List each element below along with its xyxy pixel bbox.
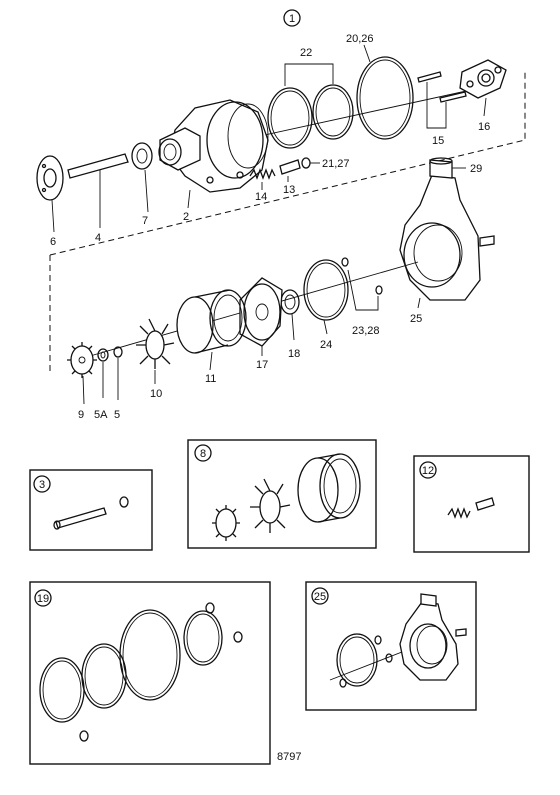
inset-12-spring — [447, 507, 471, 519]
o-ring-20-26 — [356, 56, 414, 140]
o-ring-28 — [375, 285, 383, 295]
label-13: 13 — [283, 184, 295, 196]
inset-19-o-ring-e — [205, 602, 215, 614]
clip-5 — [113, 346, 123, 358]
plunger-13 — [279, 159, 301, 175]
label-25: 25 — [410, 313, 422, 325]
shaft-4 — [67, 153, 129, 179]
leader-15 — [426, 82, 447, 129]
inset-19-o-ring-a — [39, 657, 85, 723]
spring-14 — [249, 168, 276, 180]
label-4: 4 — [95, 232, 101, 244]
pin-15b — [439, 91, 467, 103]
label-15: 15 — [432, 135, 444, 147]
label-11: 11 — [205, 373, 216, 385]
inset-box-25 — [305, 581, 477, 711]
washer-5a — [97, 348, 109, 362]
label-2: 2 — [183, 211, 189, 223]
inset-8-gear — [212, 505, 240, 541]
label-29: 29 — [470, 163, 482, 175]
cap-29 — [429, 159, 453, 179]
inset-12-number: 12 — [422, 465, 434, 477]
seal-18 — [280, 289, 300, 315]
label-23-28: 23,28 — [352, 325, 380, 337]
label-24: 24 — [320, 339, 332, 351]
leader-22 — [284, 63, 334, 86]
label-22: 22 — [300, 47, 312, 59]
inset-25-number: 25 — [314, 591, 326, 603]
dashed-boundary-upper — [49, 70, 526, 256]
inset-box-19 — [29, 581, 271, 765]
inset-19-o-ring-d — [183, 610, 223, 666]
impeller-housing-11 — [176, 296, 214, 354]
label-6: 6 — [50, 236, 56, 248]
inset-19-o-ring-f — [233, 631, 243, 643]
inset-box-8 — [187, 439, 377, 549]
o-ring-22a — [267, 87, 313, 149]
label-5a: 5A — [94, 409, 108, 421]
inset-8-number: 8 — [200, 448, 206, 460]
bracket-25 — [399, 174, 481, 301]
label-14: 14 — [255, 191, 267, 203]
pin-15a — [417, 71, 442, 83]
inset-25-bracket — [399, 593, 467, 681]
o-ring-24 — [303, 259, 349, 321]
impeller-10 — [136, 318, 175, 369]
leader-23-28 — [347, 269, 379, 311]
label-18: 18 — [288, 348, 300, 360]
label-9: 9 — [78, 409, 84, 421]
label-17: 17 — [256, 359, 268, 371]
o-ring-23 — [341, 257, 349, 267]
label-5: 5 — [114, 409, 120, 421]
hub-flange-6 — [36, 155, 64, 201]
inset-8-housing — [297, 453, 361, 523]
inset-3-shaft — [55, 507, 107, 529]
drawing-number: 8797 — [277, 751, 301, 763]
label-16: 16 — [478, 121, 490, 133]
inset-25-o-ring — [336, 633, 378, 687]
inset-3-number: 3 — [39, 479, 45, 491]
inset-19-o-ring-b — [81, 643, 127, 709]
label-21-27: 21,27 — [322, 158, 350, 170]
o-ring-21-27 — [301, 157, 311, 169]
inset-box-3 — [29, 469, 153, 551]
label-10: 10 — [150, 388, 162, 400]
inset-box-12 — [413, 455, 530, 553]
inset-19-number: 19 — [37, 593, 49, 605]
inset-12-plunger — [475, 497, 495, 511]
gear-9 — [67, 342, 97, 378]
cam-plate-17 — [239, 277, 283, 347]
o-ring-22b — [312, 84, 354, 140]
label-7: 7 — [142, 215, 148, 227]
inset-8-impeller — [250, 478, 291, 533]
inset-3-clip — [119, 496, 129, 508]
inset-19-o-ring-g — [79, 730, 89, 742]
label-20-26: 20,26 — [346, 33, 374, 45]
callout-main-number: 1 — [289, 13, 295, 25]
inset-19-o-ring-c — [119, 609, 181, 701]
callout-circle-main — [283, 9, 301, 27]
flange-16 — [459, 59, 507, 99]
bearing-7 — [131, 142, 153, 170]
centerline-upper — [227, 87, 481, 144]
